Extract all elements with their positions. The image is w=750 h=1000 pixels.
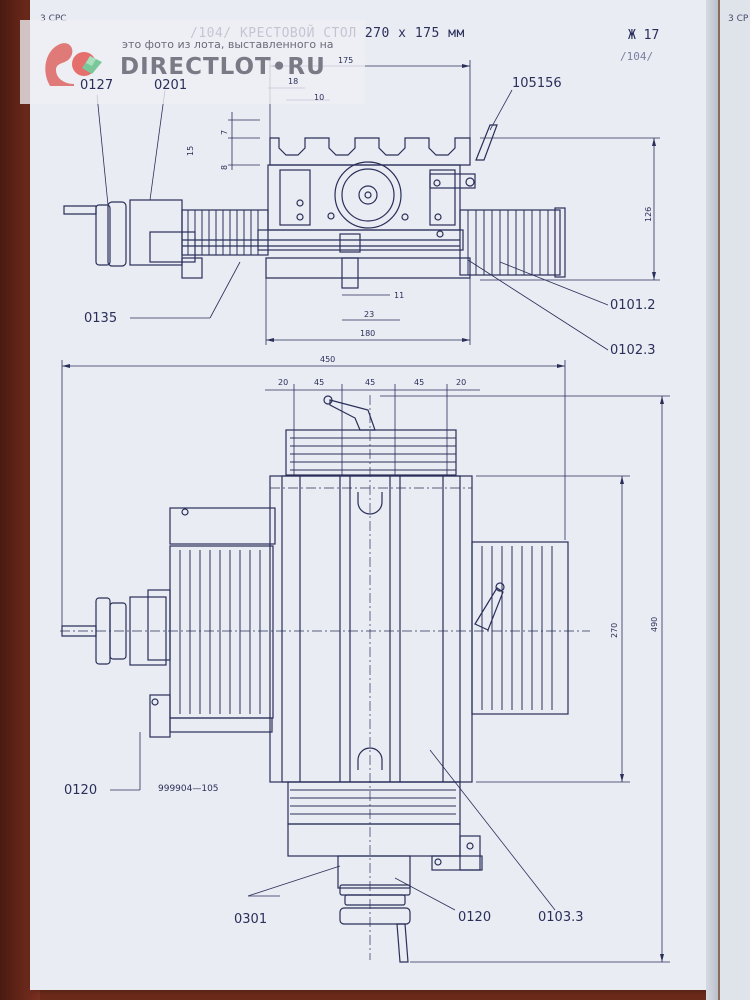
dim-450: 450 [320,355,336,364]
part-label-0102-3: 0102.3 [610,343,656,358]
part-label-0101-2: 0101.2 [610,298,656,313]
corner-mark: 3 СРС [40,14,67,24]
dim-slot-20-left: 20 [278,378,289,387]
part-label-0120-bottom: 0120 [458,910,492,925]
dim-175: 175 [338,56,354,65]
dim-15: 15 [186,145,195,156]
dim-slot-45-b: 45 [365,378,376,387]
squirrel-logo-icon [45,43,102,86]
corner-mark-right: 3 СР [728,14,749,24]
watermark-brand-suffix: •RU [271,54,326,80]
part-label-0127: 0127 [80,78,114,93]
sheet-edge-shadow [706,0,720,1000]
part-label-0103-3: 0103.3 [538,910,584,925]
part-label-0301: 0301 [234,912,268,927]
dim-490: 490 [650,616,659,632]
watermark-caption: это фото из лота, выставленного на [122,38,334,51]
dim-270: 270 [610,622,619,638]
sheet-number: Ж 17 [628,28,660,43]
dim-180: 180 [360,329,376,338]
sheet-number-sub: /104/ [620,50,654,63]
dim-11: 11 [394,291,405,300]
dim-slot-45-c: 45 [414,378,425,387]
dim-8: 8 [220,164,229,170]
dim-7: 7 [220,129,229,135]
watermark-brand-text: DIRECTLOT [120,54,272,80]
dim-18: 18 [288,77,299,86]
dim-slot-20-right: 20 [456,378,467,387]
dim-126: 126 [644,206,653,222]
dim-slot-45-a: 45 [314,378,325,387]
drawing-note: 999904—105 [158,784,219,794]
part-label-0120-left: 0120 [64,783,98,798]
part-label-105156: 105156 [512,76,562,91]
next-sheet [718,0,750,1000]
dim-23: 23 [364,310,375,319]
part-label-0135: 0135 [84,311,118,326]
dim-10: 10 [314,93,325,102]
watermark-brand: DIRECTLOT•RU [120,54,326,80]
part-label-0201: 0201 [154,78,188,93]
